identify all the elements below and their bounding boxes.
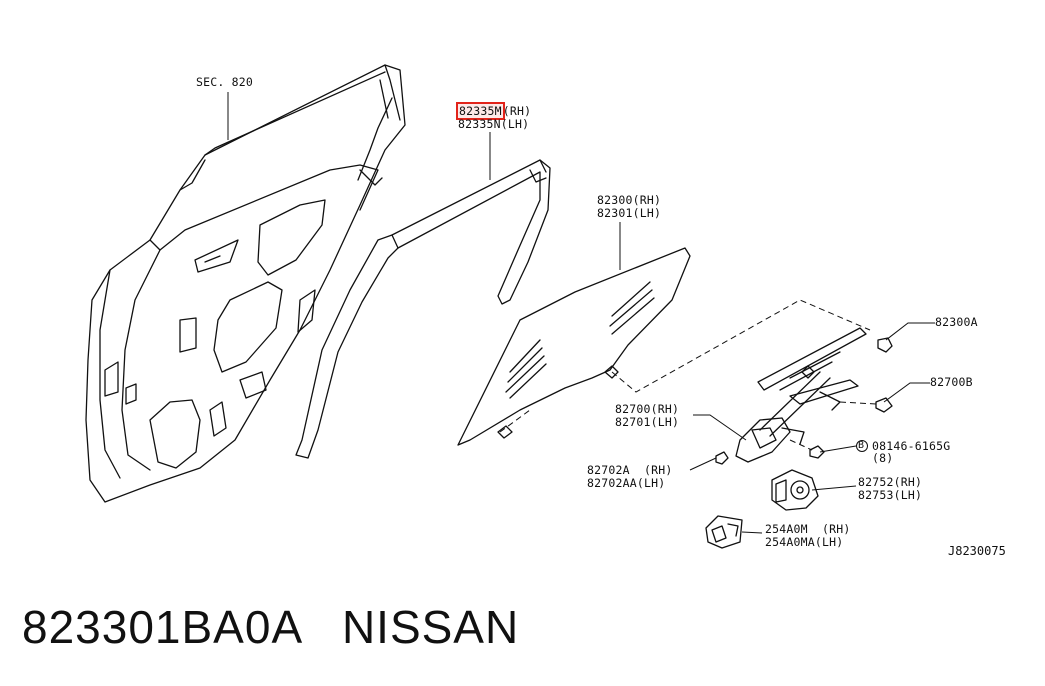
label-82335M-highlighted[interactable]: 82335M — [456, 102, 505, 120]
weatherstrip-seal-illustration — [295, 159, 551, 459]
label-82700-rh: 82700(RH) — [615, 402, 680, 416]
label-82301-lh: 82301(LH) — [597, 206, 662, 220]
label-254A0MA-lh: 254A0MA(LH) — [765, 535, 844, 549]
grommet-82702A-illustration — [715, 451, 729, 465]
label-82335N: 82335N(LH) — [458, 117, 530, 131]
label-bolt-mark: B — [858, 440, 865, 451]
label-82300A: 82300A — [935, 315, 978, 329]
bolt-08146-illustration — [809, 440, 868, 459]
label-82753-lh: 82753(LH) — [858, 488, 923, 502]
callout-leader-lines — [227, 92, 935, 534]
regulator-motor-illustration — [771, 469, 819, 511]
label-82335M-group: 82335M(RH) — [456, 102, 532, 120]
caption-brand: NISSAN — [341, 601, 520, 653]
caption-part-number: 823301BA0A — [22, 601, 301, 653]
diagram-code: J8230075 — [948, 544, 1006, 558]
label-82701-lh: 82701(LH) — [615, 415, 680, 429]
label-82702AA-lh: 82702AA(LH) — [587, 476, 666, 490]
label-82752-rh: 82752(RH) — [858, 475, 923, 489]
label-08146-6165G: 08146-6165G — [872, 439, 951, 453]
assembly-dashed-lines — [499, 299, 877, 451]
door-panel-illustration — [85, 64, 406, 503]
label-bolt-qty: (8) — [872, 451, 894, 465]
nut-82700B-illustration — [875, 397, 893, 413]
window-regulator-illustration — [735, 327, 867, 463]
label-82300-rh: 82300(RH) — [597, 193, 662, 207]
label-82700B: 82700B — [930, 375, 973, 389]
label-82335M-suffix: (RH) — [502, 104, 532, 118]
window-switch-illustration — [705, 515, 743, 549]
clip-82300A-illustration — [877, 337, 893, 353]
label-254A0M-rh: 254A0M (RH) — [765, 522, 851, 536]
label-sec-820: SEC. 820 — [196, 75, 253, 89]
label-82702A-rh: 82702A (RH) — [587, 463, 673, 477]
door-glass-illustration — [457, 247, 691, 446]
part-caption: 823301BA0A NISSAN — [22, 600, 519, 654]
parts-exploded-diagram — [85, 64, 935, 549]
